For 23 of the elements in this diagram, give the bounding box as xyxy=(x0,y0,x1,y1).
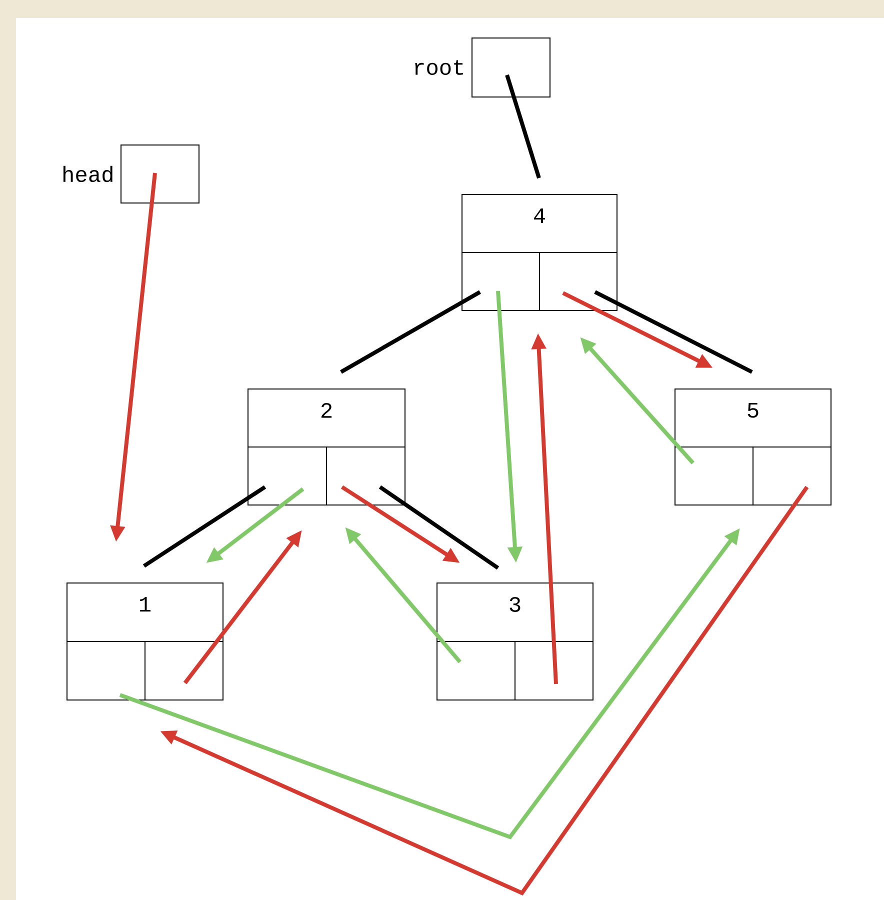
pointer-cell xyxy=(248,446,327,506)
pointer-cell xyxy=(752,446,832,506)
tree-node-box: 3 xyxy=(436,582,594,700)
node-label: root xyxy=(415,60,464,75)
link-line xyxy=(142,485,266,568)
pointer-cell xyxy=(66,641,146,700)
pointer-cell xyxy=(674,446,754,506)
tree-node-box: 1 xyxy=(66,582,224,700)
pointer-box: root xyxy=(415,38,550,98)
pointer-cell xyxy=(539,252,618,311)
link-line xyxy=(505,74,541,179)
pointer-box: head xyxy=(63,144,200,204)
pointer-cell xyxy=(462,252,540,311)
tree-node-box: 5 xyxy=(674,388,832,506)
pointer-cell xyxy=(514,641,594,700)
link-line xyxy=(340,290,481,374)
pointer-cell xyxy=(326,446,406,506)
node-label: head xyxy=(63,166,112,182)
pointer-cell xyxy=(144,641,224,700)
tree-node-box: 2 xyxy=(248,388,406,506)
link-line xyxy=(594,290,753,374)
pointer-cell xyxy=(436,641,516,700)
tree-node-box: 4 xyxy=(462,194,618,311)
